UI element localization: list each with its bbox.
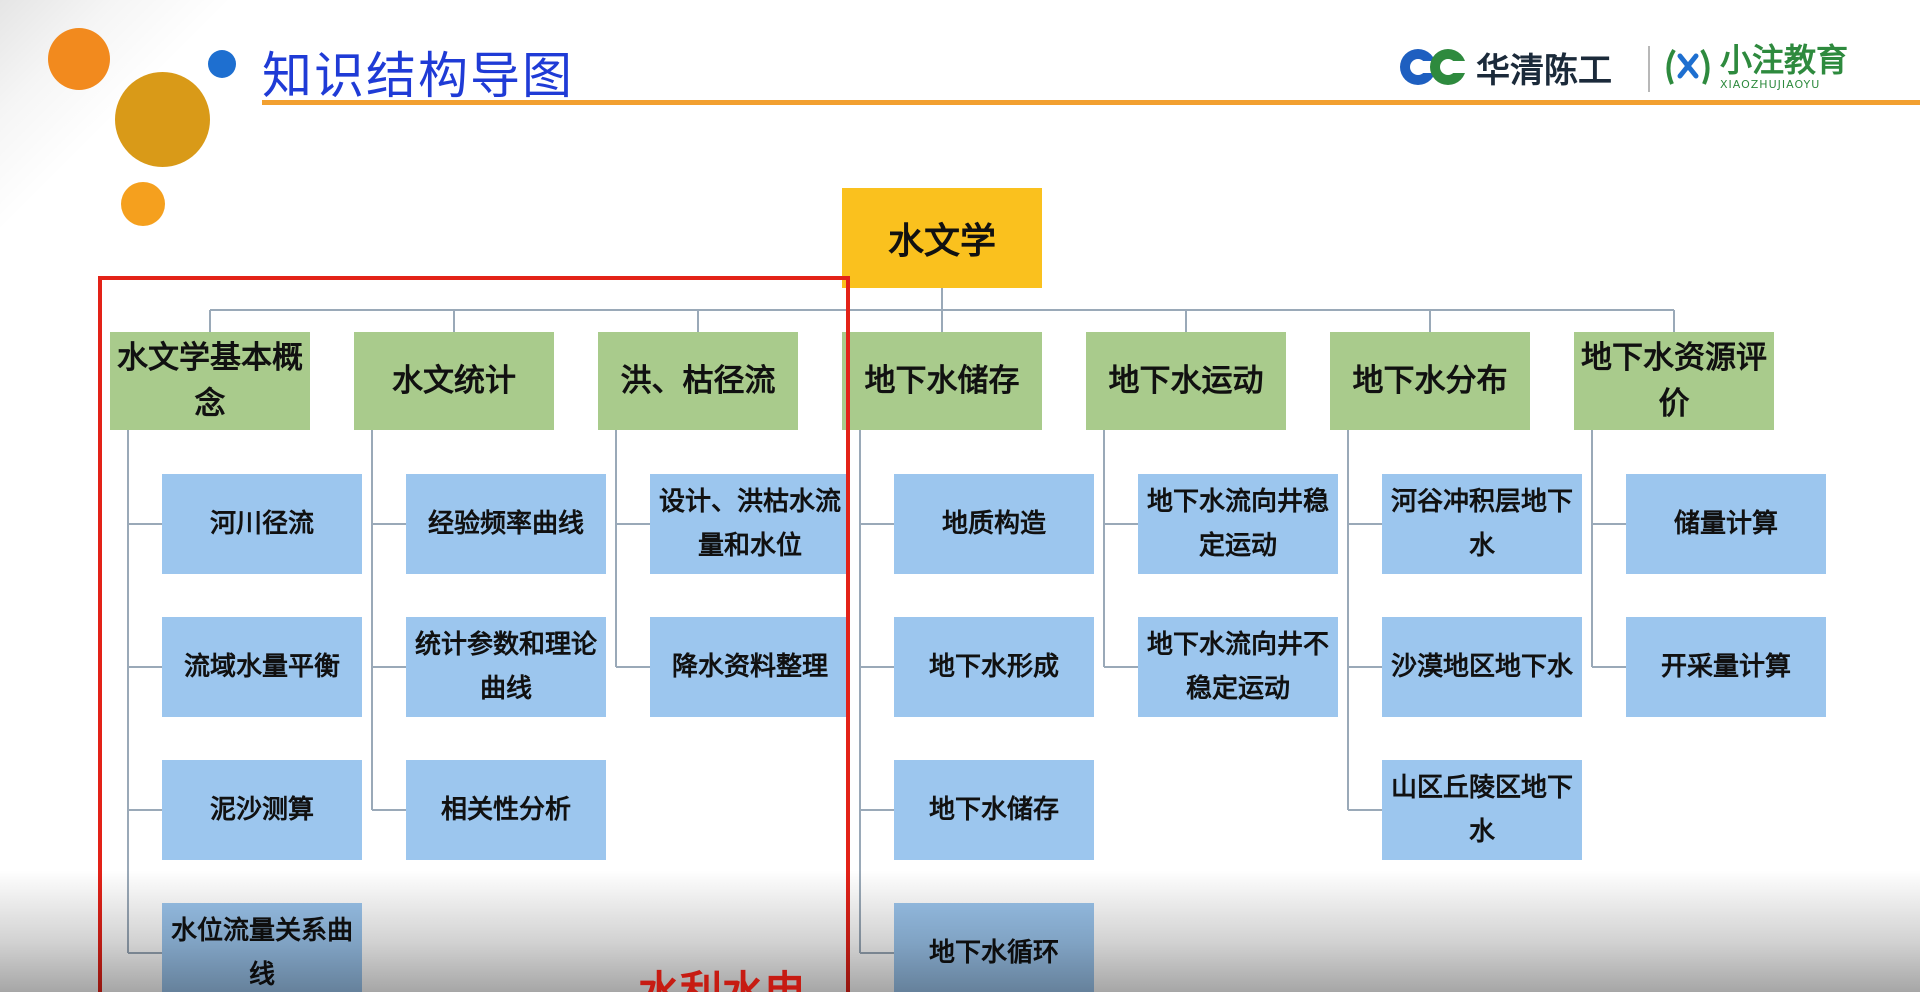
leaf-node: 相关性分析 (406, 760, 606, 860)
leaf-node-label: 相关性分析 (440, 795, 571, 825)
brand-name-primary: 华清陈工 (1476, 50, 1612, 91)
page-title: 知识结构导图 (262, 47, 574, 105)
leaf-node-label: 河川径流 (209, 509, 314, 539)
category-node-label: 水文统计 (392, 363, 516, 399)
leaf-node-label: 开采量计算 (1660, 652, 1791, 682)
leaf-node-label: 地下水循环 (929, 931, 1059, 975)
leaf-node-label: 地下水流向井不稳定运动 (1146, 630, 1329, 704)
leaf-node-label: 地下水储存 (928, 795, 1059, 825)
category-node-label: 水文学基本概念 (117, 340, 303, 422)
leaf-node-label: 统计参数和理论曲线 (414, 630, 597, 704)
leaf-node: 水位流量关系曲线 (162, 903, 362, 992)
root-node-label: 水文学 (887, 221, 996, 262)
root-node: 水文学 (842, 188, 1042, 288)
leaf-node-label: 泥沙测算 (209, 795, 314, 825)
decor-dot-blue (208, 50, 236, 78)
leaf-node-label: 地下水形成 (928, 652, 1059, 682)
leaf-node-label: 水位流量关系曲线 (170, 909, 354, 992)
leaf-node: 降水资料整理 (650, 617, 850, 717)
leaf-node: 沙漠地区地下水 (1382, 617, 1582, 717)
leaf-node: 地下水流向井不稳定运动 (1138, 617, 1338, 717)
leaf-node-label: 降水资料整理 (671, 652, 828, 682)
overlay-caption: 水利水电 (638, 967, 807, 992)
leaf-node: 地下水循环 (894, 903, 1094, 992)
leaf-node-label: 沙漠地区地下水 (1390, 652, 1573, 682)
brand-name-secondary-pinyin: XIAOZHUJIAOYU (1720, 77, 1821, 91)
leaf-node-label: 设计、洪枯水流量和水位 (658, 487, 841, 561)
leaf-node: 地下水形成 (894, 617, 1094, 717)
leaf-node: 河谷冲积层地下水 (1382, 474, 1582, 574)
leaf-node: 开采量计算 (1626, 617, 1826, 717)
leaf-node: 储量计算 (1626, 474, 1826, 574)
category-node: 水文统计 (354, 332, 554, 430)
leaf-node: 地质构造 (894, 474, 1094, 574)
video-bottom-shade (0, 870, 1920, 992)
category-node-label: 地下水分布 (1352, 363, 1508, 399)
brand-name-secondary: 小注教育 (1720, 40, 1849, 79)
laurel-x-icon (1666, 48, 1710, 85)
decor-circle-small-orange (121, 182, 165, 226)
leaf-node-label: 山区丘陵区地下水 (1390, 773, 1573, 847)
leaf-node: 统计参数和理论曲线 (406, 617, 606, 717)
category-node: 地下水储存 (842, 332, 1042, 430)
brand-logo-primary: 华清陈工 (1398, 42, 1612, 92)
logo-divider (1648, 46, 1650, 92)
leaf-node-label: 地质构造 (941, 509, 1046, 539)
leaf-node: 流域水量平衡 (162, 617, 362, 717)
category-node-label: 地下水储存 (864, 363, 1020, 399)
category-node: 水文学基本概念 (110, 332, 310, 430)
category-node: 洪、枯径流 (598, 332, 798, 430)
decor-circle-orange (48, 28, 110, 90)
leaf-node: 泥沙测算 (162, 760, 362, 860)
leaf-node-label: 经验频率曲线 (427, 509, 584, 539)
category-node: 地下水资源评价 (1574, 332, 1774, 430)
title-underline (262, 100, 1920, 105)
category-node-label: 地下水运动 (1108, 363, 1264, 399)
highlight-frame (98, 276, 850, 992)
leaf-node-label: 河谷冲积层地下水 (1390, 487, 1573, 561)
category-node: 地下水分布 (1330, 332, 1530, 430)
category-node: 地下水运动 (1086, 332, 1286, 430)
category-node-label: 地下水资源评价 (1581, 340, 1767, 422)
leaf-node: 设计、洪枯水流量和水位 (650, 474, 850, 574)
leaf-node: 地下水储存 (894, 760, 1094, 860)
category-node-label: 洪、枯径流 (620, 363, 776, 399)
leaf-node: 山区丘陵区地下水 (1382, 760, 1582, 860)
leaf-node-label: 地下水流向井稳定运动 (1146, 487, 1329, 561)
leaf-node-label: 流域水量平衡 (183, 652, 340, 682)
leaf-node: 经验频率曲线 (406, 474, 606, 574)
leaf-node: 河川径流 (162, 474, 362, 574)
brand-logo-secondary: 小注教育 XIAOZHUJIAOYU (1662, 40, 1848, 92)
leaf-node: 地下水流向井稳定运动 (1138, 474, 1338, 574)
decor-circle-gold (115, 72, 210, 167)
leaf-node-label: 储量计算 (1673, 509, 1778, 539)
brand-cc-icon (1400, 49, 1468, 85)
